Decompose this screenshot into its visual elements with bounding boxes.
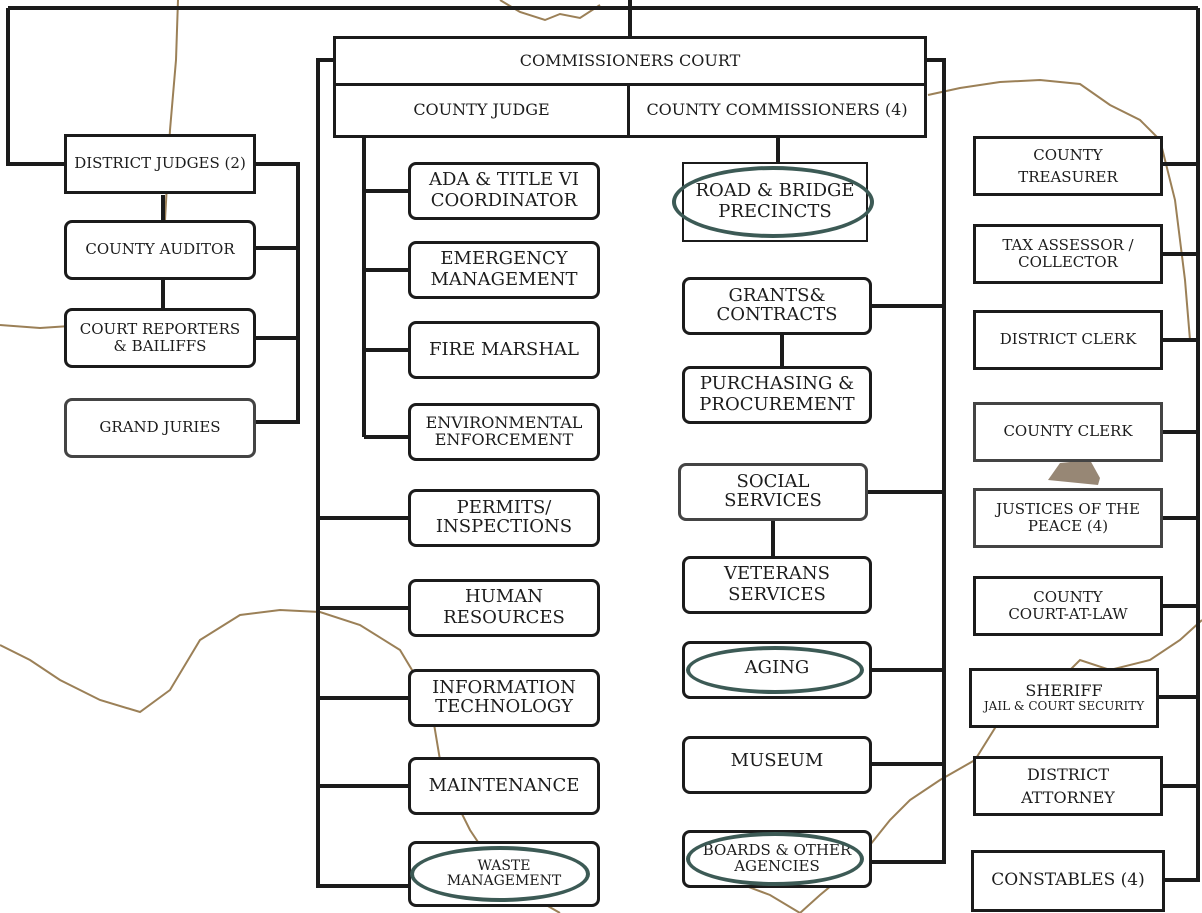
information-technology-box: INFORMATION TECHNOLOGY (408, 669, 600, 727)
emergency-management-box: EMERGENCY MANAGEMENT (408, 241, 600, 299)
purchasing-procurement-box: PURCHASING & PROCUREMENT (682, 366, 872, 424)
sheriff-box: SHERIFF JAIL & COURT SECURITY (969, 668, 1159, 728)
county-judge-label: COUNTY JUDGE (413, 100, 550, 120)
district-attorney-box: DISTRICT ATTORNEY (973, 756, 1163, 816)
county-treasurer-label: COUNTY TREASURER (1018, 145, 1118, 187)
boards-other-agencies-label: BOARDS & OTHER AGENCIES (702, 841, 852, 875)
boards-other-agencies-box: BOARDS & OTHER AGENCIES (682, 830, 872, 888)
county-court-at-law-label: COUNTY COURT-AT-LAW (1008, 587, 1128, 623)
county-court-at-law-box: COUNTY COURT-AT-LAW (973, 576, 1163, 636)
justices-of-the-peace-label: JUSTICES OF THE PEACE (4) (996, 499, 1140, 535)
county-commissioners-box: COUNTY COMMISSIONERS (4) (627, 86, 927, 138)
tax-assessor-box: TAX ASSESSOR / COLLECTOR (973, 224, 1163, 284)
commissioners-court-box: COMMISSIONERS COURT (333, 36, 927, 86)
information-technology-label: INFORMATION TECHNOLOGY (432, 677, 576, 717)
environmental-enforcement-box: ENVIRONMENTAL ENFORCEMENT (408, 403, 600, 461)
human-resources-label: HUMAN RESOURCES (443, 586, 565, 628)
waste-management-box: WASTE MANAGEMENT (408, 841, 600, 907)
district-clerk-box: DISTRICT CLERK (973, 310, 1163, 370)
grand-juries-label: GRAND JURIES (99, 418, 221, 437)
aging-label: AGING (744, 657, 810, 678)
county-clerk-box: COUNTY CLERK (973, 402, 1163, 462)
veterans-services-label: VETERANS SERVICES (724, 563, 830, 605)
museum-box: MUSEUM (682, 736, 872, 794)
social-services-box: SOCIAL SERVICES (678, 463, 868, 521)
map-fill-patch (1048, 460, 1100, 485)
permits-inspections-box: PERMITS/ INSPECTIONS (408, 489, 600, 547)
ada-coordinator-box: ADA & TITLE VI COORDINATOR (408, 162, 600, 220)
constables-label: CONSTABLES (4) (991, 870, 1145, 891)
aging-box: AGING (682, 641, 872, 699)
veterans-services-box: VETERANS SERVICES (682, 556, 872, 614)
court-reporters-label: COURT REPORTERS & BAILIFFS (79, 319, 241, 355)
sheriff-label: SHERIFF (1025, 680, 1103, 700)
grants-contracts-label: GRANTS& CONTRACTS (716, 285, 838, 325)
environmental-enforcement-label: ENVIRONMENTAL ENFORCEMENT (425, 413, 583, 449)
district-judges-box: DISTRICT JUDGES (2) (64, 134, 256, 194)
waste-management-label: WASTE MANAGEMENT (446, 857, 562, 889)
ada-coordinator-label: ADA & TITLE VI COORDINATOR (429, 169, 579, 211)
grants-contracts-box: GRANTS& CONTRACTS (682, 277, 872, 335)
county-auditor-box: COUNTY AUDITOR (64, 220, 256, 280)
fire-marshal-box: FIRE MARSHAL (408, 321, 600, 379)
county-treasurer-box: COUNTY TREASURER (973, 136, 1163, 196)
district-attorney-label: DISTRICT ATTORNEY (1021, 764, 1115, 807)
social-services-label: SOCIAL SERVICES (724, 471, 822, 511)
constables-box: CONSTABLES (4) (971, 850, 1165, 912)
road-bridge-precincts-label: ROAD & BRIDGE PRECINCTS (695, 180, 855, 222)
county-commissioners-label: COUNTY COMMISSIONERS (4) (646, 100, 908, 120)
tax-assessor-label: TAX ASSESSOR / COLLECTOR (1002, 235, 1134, 271)
commissioners-court-label: COMMISSIONERS COURT (519, 50, 741, 70)
sheriff-sub-label: JAIL & COURT SECURITY (983, 699, 1145, 714)
grand-juries-box: GRAND JURIES (64, 398, 256, 458)
road-bridge-precincts-box: ROAD & BRIDGE PRECINCTS (682, 162, 868, 242)
fire-marshal-label: FIRE MARSHAL (429, 338, 579, 360)
purchasing-procurement-label: PURCHASING & PROCUREMENT (699, 373, 855, 415)
county-clerk-label: COUNTY CLERK (1003, 422, 1133, 441)
justices-of-the-peace-box: JUSTICES OF THE PEACE (4) (973, 488, 1163, 548)
human-resources-box: HUMAN RESOURCES (408, 579, 600, 637)
emergency-management-label: EMERGENCY MANAGEMENT (430, 248, 578, 290)
county-judge-box: COUNTY JUDGE (333, 86, 630, 138)
maintenance-label: MAINTENANCE (428, 774, 580, 796)
county-auditor-label: COUNTY AUDITOR (85, 240, 235, 259)
district-judges-label: DISTRICT JUDGES (2) (74, 154, 246, 173)
district-clerk-label: DISTRICT CLERK (999, 330, 1137, 349)
court-reporters-box: COURT REPORTERS & BAILIFFS (64, 308, 256, 368)
permits-inspections-label: PERMITS/ INSPECTIONS (435, 497, 573, 537)
museum-label: MUSEUM (730, 750, 824, 771)
maintenance-box: MAINTENANCE (408, 757, 600, 815)
